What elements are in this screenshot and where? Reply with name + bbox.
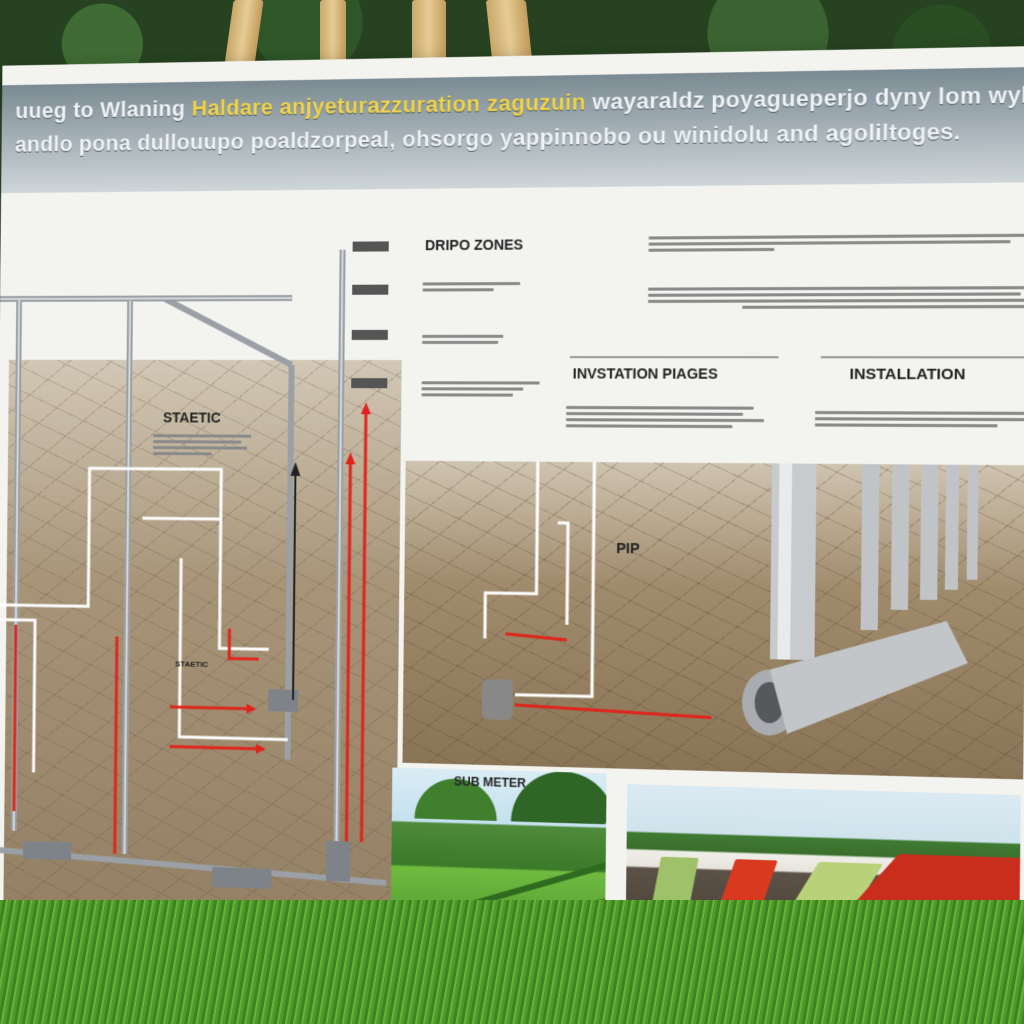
divider <box>820 356 1024 359</box>
banner-prefix: uueg to Wlaning <box>15 95 186 124</box>
irrigation-poster: uueg to Wlaning Haldare anjyeturazzurati… <box>0 45 1024 999</box>
drip-note-1 <box>422 279 525 295</box>
statetic-note <box>152 431 261 459</box>
staetic-small-label: STAETIC <box>175 659 209 670</box>
banner-line-1: uueg to Wlaning Haldare anjyeturazzurati… <box>15 80 1024 124</box>
banner-line-2: andlo pona dullouupo poaldzorpeal, ohsor… <box>14 118 961 157</box>
drip-note-3 <box>421 378 543 400</box>
banner-suffix: wayaraldz poyagueperjo dyny lom wyla zan… <box>592 80 1024 115</box>
installation-phases-title: INVSTATION PIAGES <box>572 365 718 382</box>
pipe-schematic <box>0 179 414 944</box>
sprinkler-head-icon <box>481 678 513 721</box>
valve-icon <box>351 241 389 389</box>
divider <box>569 356 779 359</box>
bullet-notes-top <box>648 230 1024 254</box>
installation-note <box>814 408 1024 431</box>
statetic-label: STAETIC <box>162 409 221 426</box>
phases-note <box>565 403 775 432</box>
installation-title: INSTALLATION <box>849 365 966 384</box>
installation-pipes <box>402 461 979 739</box>
banner-highlight: Haldare anjyeturazzuration zaguzuin <box>191 89 586 121</box>
drip-note-2 <box>422 332 524 347</box>
poster-banner: uueg to Wlaning Haldare anjyeturazzurati… <box>1 66 1024 194</box>
pip-label: PIP <box>616 539 640 557</box>
sub-meter-label: SUB METER <box>453 774 526 791</box>
drip-zones-title: DRIPO ZONES <box>424 236 524 254</box>
grass-foreground <box>0 900 1024 1024</box>
bullet-notes-bottom <box>647 283 1024 312</box>
